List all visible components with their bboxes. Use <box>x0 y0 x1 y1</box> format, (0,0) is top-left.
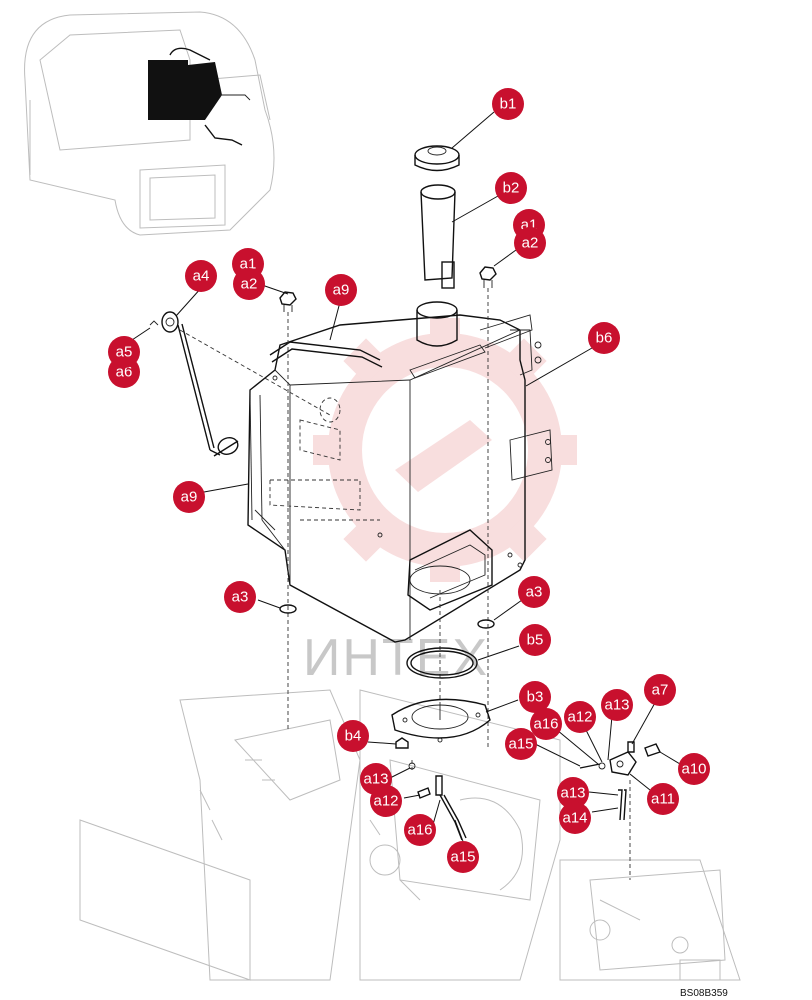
callout-a15-center: a15 <box>447 841 479 873</box>
svg-text:b1: b1 <box>500 96 517 113</box>
svg-text:b6: b6 <box>596 330 613 347</box>
svg-text:a13: a13 <box>604 697 629 714</box>
svg-text:a5: a5 <box>116 344 133 361</box>
fuel-level-sender <box>149 311 331 457</box>
callout-a2-left: a2 <box>233 268 265 300</box>
callout-a7: a7 <box>644 674 676 706</box>
svg-text:b2: b2 <box>503 180 520 197</box>
hose-center <box>408 760 467 841</box>
svg-text:a2: a2 <box>522 235 539 252</box>
callout-a4: a4 <box>185 260 217 292</box>
svg-text:a4: a4 <box>193 268 210 285</box>
machine-frame <box>79 689 741 981</box>
svg-text:a12: a12 <box>567 709 592 726</box>
callout-a2-right: a2 <box>514 227 546 259</box>
mounting-plate <box>391 698 491 743</box>
callout-a10: a10 <box>678 753 710 785</box>
svg-text:a3: a3 <box>526 584 543 601</box>
callout-b2: b2 <box>495 172 527 204</box>
svg-text:a1: a1 <box>240 256 257 273</box>
callout-a14: a14 <box>559 802 591 834</box>
location-inset <box>24 11 275 236</box>
svg-text:a14: a14 <box>562 810 587 827</box>
svg-text:b5: b5 <box>527 632 544 649</box>
svg-text:a16: a16 <box>407 822 432 839</box>
svg-text:a6: a6 <box>116 364 133 381</box>
callout-a12-center: a12 <box>370 785 402 817</box>
svg-text:a9: a9 <box>181 489 198 506</box>
svg-text:a15: a15 <box>508 736 533 753</box>
callout-b3: b3 <box>519 681 551 713</box>
filler-cap <box>414 145 460 172</box>
svg-text:b3: b3 <box>527 689 544 706</box>
callout-b6: b6 <box>588 322 620 354</box>
bolt-left <box>279 291 297 312</box>
callout-a13-right-top: a13 <box>601 689 633 721</box>
callout-a13-right-bottom: a13 <box>557 777 589 809</box>
callout-a3-left: a3 <box>224 581 256 613</box>
svg-text:a16: a16 <box>533 716 558 733</box>
callout-a11: a11 <box>647 783 679 815</box>
callout-a9-top: a9 <box>325 274 357 306</box>
svg-text:a13: a13 <box>560 785 585 802</box>
svg-text:a13: a13 <box>363 771 388 788</box>
callout-a16-center: a16 <box>404 814 436 846</box>
callout-a3-right: a3 <box>518 576 550 608</box>
svg-text:a15: a15 <box>450 849 475 866</box>
callout-a9-left: a9 <box>173 481 205 513</box>
leader-lines <box>131 111 681 845</box>
bolt-right <box>479 266 497 288</box>
svg-text:b4: b4 <box>345 728 362 745</box>
svg-text:a9: a9 <box>333 282 350 299</box>
callout-a5: a5 <box>108 336 140 368</box>
callout-a12-right: a12 <box>564 701 596 733</box>
callout-a16-right: a16 <box>530 708 562 740</box>
hose-right <box>579 741 661 880</box>
svg-text:a2: a2 <box>241 276 258 293</box>
drawing-code: BS08B359 <box>680 988 728 999</box>
svg-text:a12: a12 <box>373 793 398 810</box>
svg-text:a11: a11 <box>651 791 675 808</box>
watermark-text: ИНТЕХ <box>303 629 489 687</box>
callout-b1: b1 <box>492 88 524 120</box>
callout-b5: b5 <box>519 624 551 656</box>
fuel-tank <box>247 301 553 643</box>
svg-text:a10: a10 <box>681 761 706 778</box>
strainer <box>420 184 456 289</box>
svg-text:a7: a7 <box>652 682 669 699</box>
callout-b4: b4 <box>337 720 369 752</box>
svg-text:a3: a3 <box>232 589 249 606</box>
callout-a15-right: a15 <box>505 728 537 760</box>
